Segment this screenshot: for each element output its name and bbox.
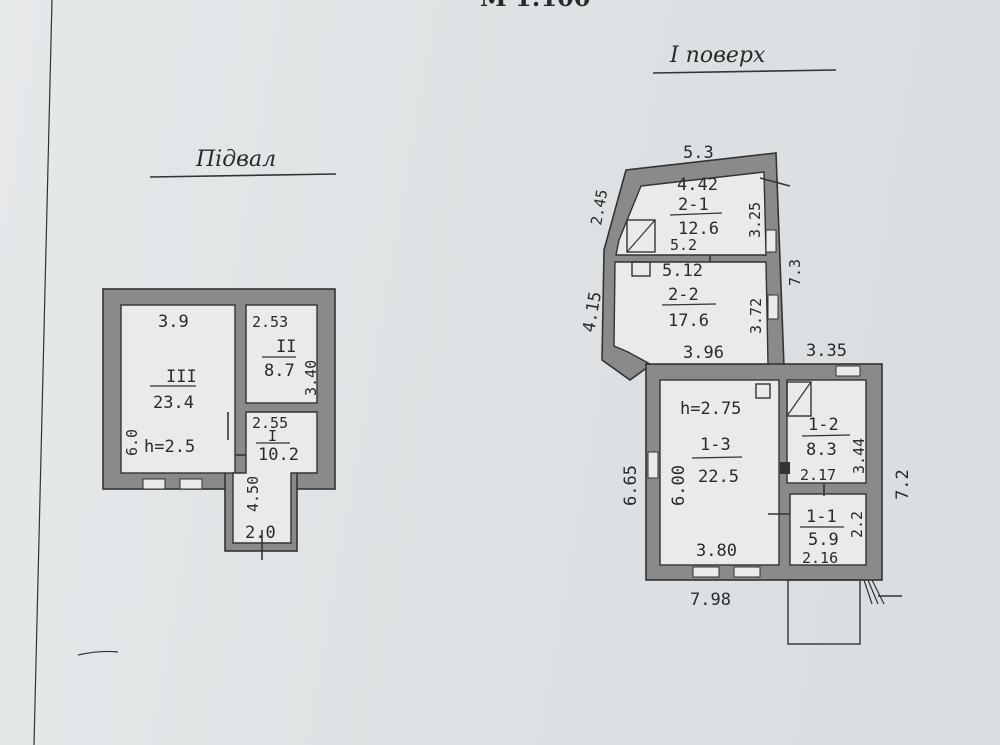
floor1-dim-outer-left: 6.65	[621, 465, 641, 506]
floor1-dim-r21-side: 3.25	[746, 202, 764, 238]
floor1-room-1-3-area: 22.5	[698, 467, 739, 487]
floor1-dim-r11-bottom: 2.16	[802, 549, 838, 567]
floor1-stair-diagonal	[626, 219, 656, 253]
floor1-height: h=2.75	[680, 399, 741, 419]
basement-plan: Підвал 3.9 2.53 III 23.4 h=2.5 6.0 II 8.…	[102, 147, 337, 560]
floor1-room-1-1-number: 1-1	[806, 507, 837, 527]
floor1-room-2-1	[615, 171, 767, 256]
basement-room1-number: I	[268, 427, 277, 445]
floor1-room-2-1-divider	[669, 212, 723, 216]
basement-dim-bottom: 2.0	[245, 523, 276, 543]
basement-room2-number: II	[276, 337, 296, 357]
floor1-dim-r21-w: 4.42	[677, 175, 718, 195]
floor1-dim-outer-bottom: 7.98	[690, 590, 731, 610]
floor1-dim-r22-side: 3.72	[747, 298, 765, 334]
basement-room-3	[120, 304, 236, 474]
floor1-dim-r13-side: 6.00	[669, 465, 689, 506]
floor1-dim-diag: 2.45	[587, 188, 611, 227]
first-floor-title: I поверх	[669, 43, 766, 68]
floor1-door-mark-1	[759, 177, 791, 187]
floor1-room-1-1-area: 5.9	[808, 530, 839, 550]
floor1-dim-r12-side: 3.44	[850, 438, 868, 474]
floor1-room-2-2-area: 17.6	[668, 311, 709, 331]
floor1-dim-outer-right: 7.2	[893, 469, 913, 500]
floor1-dim-r11-side: 2.2	[848, 511, 866, 538]
basement-dim-side: 6.0	[123, 429, 141, 456]
floor1-dim-right-h: 7.3	[786, 259, 804, 286]
floor1-vent-box-2	[755, 383, 771, 399]
floor1-room-1-2-number: 1-2	[808, 415, 839, 435]
floor1-room-1-3-number: 1-3	[700, 435, 731, 455]
floor1-dim-right-top: 3.35	[806, 341, 847, 361]
floor1-dim-r12-bottom: 2.17	[800, 466, 836, 484]
stray-pen-mark	[77, 650, 119, 656]
floor1-room-1-3-divider	[691, 456, 743, 459]
floor1-room-1-2-divider	[801, 434, 851, 437]
first-floor-title-underline	[652, 69, 837, 74]
basement-window-2	[179, 478, 203, 490]
floor1-room-2-1-number: 2-1	[678, 195, 709, 215]
first-floor-plan: I поверх	[579, 43, 913, 645]
floor1-porch	[787, 579, 861, 645]
floor1-dim-r22-w: 5.12	[662, 261, 703, 281]
basement-dim-w1: 3.9	[158, 312, 189, 332]
floor1-dim-r22-bottom: 3.96	[683, 343, 724, 363]
basement-room-1	[232, 411, 318, 544]
basement-dim-r1-side: 4.50	[244, 476, 262, 512]
scale-label: М 1:100	[480, 0, 591, 12]
floor1-window-bottom-2	[733, 566, 761, 578]
floor1-stair-diagonal-2	[786, 381, 812, 417]
floor1-dim-top: 5.3	[683, 143, 714, 163]
basement-height: h=2.5	[144, 437, 195, 457]
floor1-vent-box	[631, 261, 651, 277]
basement-window-1	[142, 478, 166, 490]
floor1-room-2-2-number: 2-2	[668, 285, 699, 305]
floor1-room-1-2-area: 8.3	[806, 440, 837, 460]
basement-room2-area: 8.7	[264, 361, 295, 381]
basement-room3-area: 23.4	[153, 393, 194, 413]
basement-room1-area: 10.2	[258, 445, 299, 465]
floor1-dim-r21-inner: 5.2	[670, 236, 697, 254]
basement-dim-r2-side: 3.40	[302, 360, 320, 396]
basement-dim-r1-w: 2.55	[252, 414, 288, 432]
basement-dim-w2: 2.53	[252, 313, 288, 331]
floor1-room-2-2-divider	[661, 303, 717, 306]
floor1-porch-steps	[863, 579, 885, 605]
basement-title-underline	[149, 173, 337, 178]
floor1-window-top-lower	[835, 365, 861, 377]
floor1-room-2-1-area: 12.6	[678, 219, 719, 239]
floor1-dim-r13-bottom: 3.80	[696, 541, 737, 561]
floor1-window-bottom-1	[692, 566, 720, 578]
floor1-room-1-1	[789, 493, 867, 566]
floor1-room-2-2	[613, 261, 769, 365]
basement-room-2	[245, 304, 318, 404]
floor1-stair-box	[626, 219, 656, 253]
floor1-room-1-3	[659, 379, 780, 566]
basement-room3-number: III	[166, 367, 197, 387]
floor1-stair-box-2	[786, 381, 812, 417]
floor1-window-left	[647, 451, 659, 479]
floor1-window-right	[767, 294, 779, 320]
floor1-stove	[780, 462, 790, 474]
floor1-window-top-right	[765, 229, 777, 253]
sheet-margin-line	[33, 0, 53, 745]
basement-title: Підвал	[195, 147, 276, 172]
